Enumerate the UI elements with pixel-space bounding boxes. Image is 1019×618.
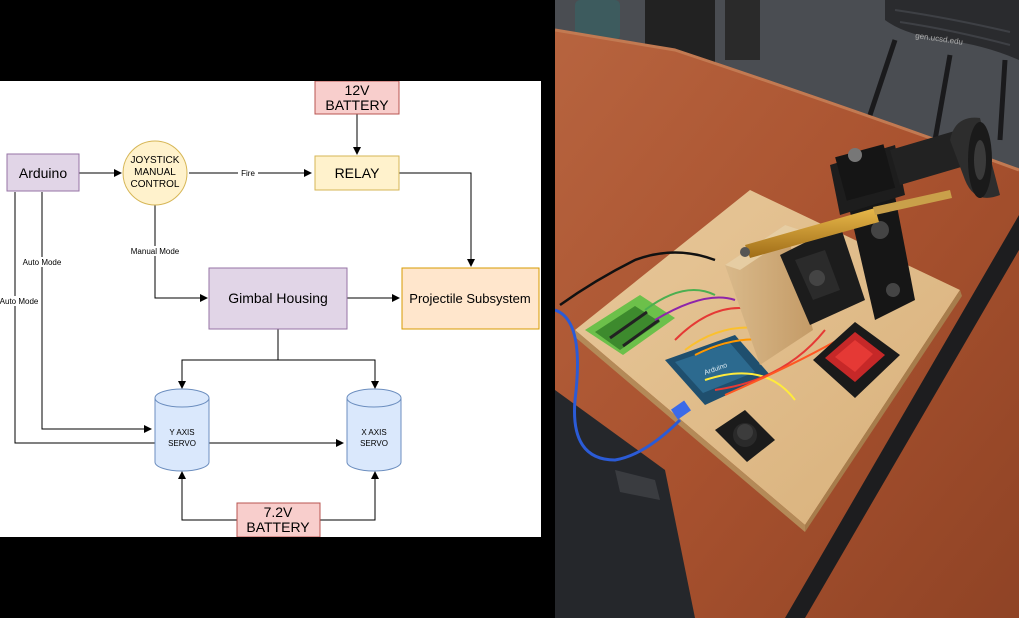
edge-arduino-auto-inner [41, 192, 152, 433]
brass-barrel [740, 190, 952, 258]
label-auto-mode-outer: Auto Mode [0, 297, 39, 306]
chair: gen.ucsd.edu [862, 0, 1019, 141]
svg-text:RELAY: RELAY [335, 165, 381, 181]
svg-text:Projectile Subsystem: Projectile Subsystem [409, 291, 530, 306]
relay-node: RELAY [314, 155, 400, 191]
battery-pack [813, 322, 900, 398]
usb-cable [555, 308, 682, 462]
svg-text:Gimbal Housing: Gimbal Housing [228, 290, 328, 306]
label-auto-mode-inner: Auto Mode [23, 258, 62, 267]
arduino-board: Arduino [665, 335, 770, 405]
edges [14, 114, 475, 521]
edge-relay-to-projectile [399, 172, 475, 267]
edge-gimbal-to-servos [178, 329, 279, 389]
laptop [555, 390, 695, 618]
svg-text:Arduino: Arduino [19, 165, 67, 181]
edge-joystick-to-gimbal [154, 205, 208, 302]
gimbal-housing-node: Gimbal Housing [208, 267, 348, 330]
label-fire: Fire [241, 169, 255, 178]
servo-motor [835, 144, 896, 201]
edge-gimbal-to-x-servo [278, 359, 379, 389]
prototype-photo: gen.ucsd.edu [555, 0, 1019, 618]
joystick-module [715, 410, 775, 462]
projectile-subsystem-node: Projectile Subsystem [401, 267, 540, 330]
edge-arduino-auto-outer [14, 192, 344, 447]
breadboard [585, 295, 675, 355]
edge-battery-to-x-servo [320, 471, 379, 521]
webcam [890, 117, 1000, 198]
label-manual-mode: Manual Mode [131, 247, 180, 256]
block-diagram: Fire Manual Mode Auto Mode Auto Mode 12V… [0, 80, 541, 538]
edge-labels: Fire Manual Mode Auto Mode Auto Mode [0, 168, 258, 306]
arduino-node: Arduino [6, 153, 80, 192]
edge-battery-to-y-servo [178, 471, 237, 521]
